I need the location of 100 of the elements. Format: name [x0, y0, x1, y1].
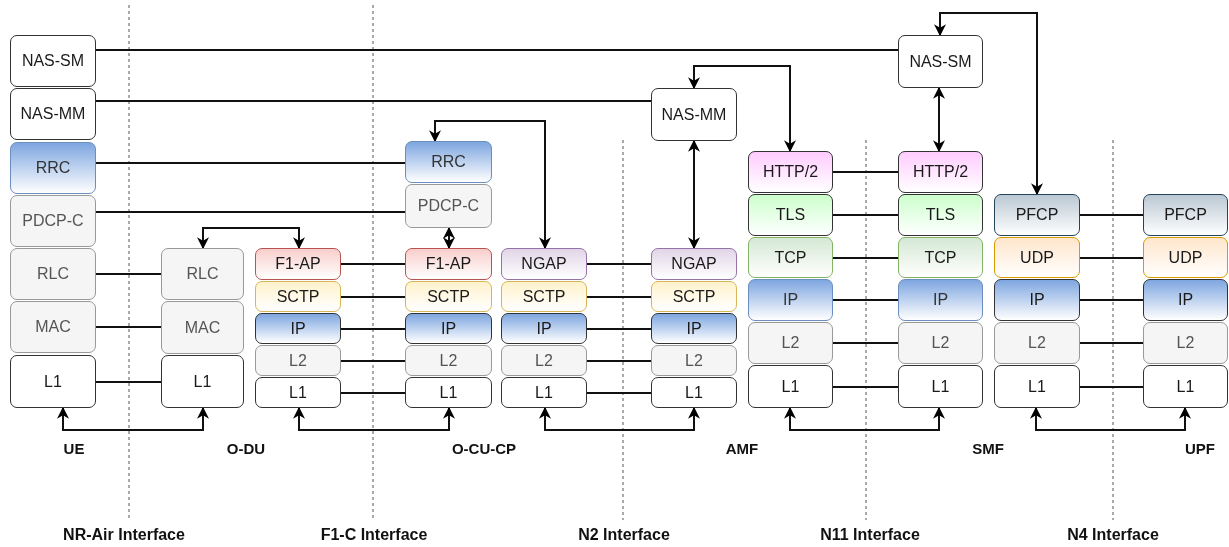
connector-line [95, 273, 162, 275]
connector-line [1079, 342, 1144, 344]
connector-line [1079, 299, 1144, 301]
connector-line [586, 296, 652, 298]
entity-label: UPF [1185, 440, 1215, 457]
protocol-layer-box: L1 [501, 377, 587, 408]
double-arrow [57, 406, 209, 431]
connector-line [832, 171, 899, 173]
double-arrow [688, 65, 796, 153]
protocol-layer-box: L1 [1143, 365, 1228, 408]
protocol-layer-box: SCTP [501, 281, 587, 312]
protocol-layer-box: PFCP [1143, 194, 1228, 236]
protocol-layer-box: NGAP [651, 248, 737, 280]
protocol-layer-box: L2 [651, 345, 737, 376]
protocol-layer-box: IP [748, 279, 833, 321]
protocol-layer-box: L1 [994, 365, 1080, 408]
interface-label: N4 Interface [1067, 526, 1159, 544]
protocol-layer-box: NAS-SM [898, 35, 983, 88]
protocol-layer-box: IP [651, 313, 737, 344]
connector-line [95, 211, 406, 213]
connector-line [95, 49, 899, 51]
protocol-layer-box: NAS-SM [10, 35, 96, 87]
connector-line [1079, 257, 1144, 259]
protocol-layer-box: F1-AP [255, 248, 341, 280]
connector-line [832, 386, 899, 388]
connector-line [586, 328, 652, 330]
protocol-layer-box: NGAP [501, 248, 587, 280]
protocol-layer-box: IP [501, 313, 587, 344]
protocol-layer-box: PDCP-C [10, 195, 96, 247]
protocol-layer-box: UDP [1143, 237, 1228, 278]
protocol-layer-box: UDP [994, 237, 1080, 278]
protocol-layer-box: SCTP [651, 281, 737, 312]
double-arrow [539, 406, 700, 431]
connector-line [586, 360, 652, 362]
double-arrow [197, 227, 305, 250]
protocol-layer-box: L1 [898, 365, 983, 408]
protocol-layer-box: NAS-MM [10, 88, 96, 140]
connector-line [1079, 214, 1144, 216]
protocol-layer-box: L2 [255, 345, 341, 376]
protocol-layer-box: HTTP/2 [898, 151, 983, 193]
connector-line [340, 296, 406, 298]
protocol-layer-box: L1 [161, 355, 244, 408]
interface-label: N11 Interface [820, 526, 920, 544]
connector-line [340, 328, 406, 330]
protocol-layer-box: L2 [1143, 322, 1228, 364]
protocol-layer-box: RLC [161, 248, 244, 300]
connector-line [832, 214, 899, 216]
double-arrow [1030, 406, 1191, 431]
connector-line [95, 326, 162, 328]
protocol-layer-box: PFCP [994, 194, 1080, 236]
protocol-layer-box: IP [1143, 279, 1228, 321]
entity-label: UE [63, 440, 85, 457]
connector-line [832, 299, 899, 301]
protocol-layer-box: L2 [748, 322, 833, 364]
connector-line [340, 360, 406, 362]
protocol-layer-box: NAS-MM [651, 88, 737, 141]
protocol-layer-box: MAC [10, 301, 96, 353]
protocol-layer-box: TLS [898, 194, 983, 236]
protocol-layer-box: HTTP/2 [748, 151, 833, 193]
connector-line [95, 100, 652, 102]
double-arrow [429, 120, 551, 250]
entity-label: O-CU-CP [451, 440, 517, 457]
protocol-layer-box: SCTP [255, 281, 341, 312]
double-arrow [934, 12, 1043, 196]
protocol-layer-box: L2 [501, 345, 587, 376]
entity-label: AMF [725, 440, 759, 457]
connector-line [1079, 386, 1144, 388]
protocol-layer-box: L2 [405, 345, 492, 376]
double-arrow [443, 226, 455, 250]
entity-label: SMF [972, 440, 1004, 457]
connector-line [95, 381, 162, 383]
interface-label: NR-Air Interface [63, 526, 185, 544]
protocol-layer-box: MAC [161, 301, 244, 354]
connector-line [832, 342, 899, 344]
connector-line [340, 392, 406, 394]
protocol-layer-box: IP [405, 313, 492, 344]
protocol-layer-box: RRC [405, 141, 492, 183]
connector-line [95, 162, 406, 164]
protocol-layer-box: TCP [748, 237, 833, 278]
protocol-layer-box: L1 [10, 355, 96, 408]
protocol-layer-box: PDCP-C [405, 184, 492, 228]
protocol-layer-box: F1-AP [405, 248, 492, 280]
protocol-layer-box: IP [255, 313, 341, 344]
entity-label: O-DU [226, 440, 266, 457]
protocol-layer-box: L2 [898, 322, 983, 364]
connector-line [586, 392, 652, 394]
protocol-layer-box: L2 [994, 322, 1080, 364]
connector-line [586, 263, 652, 265]
protocol-layer-box: L1 [255, 377, 341, 408]
protocol-layer-box: SCTP [405, 281, 492, 312]
interface-label: N2 Interface [578, 526, 670, 544]
protocol-layer-box: IP [898, 279, 983, 321]
double-arrow [293, 406, 455, 431]
protocol-layer-box: L1 [405, 377, 492, 408]
double-arrow [784, 406, 945, 431]
double-arrow [933, 86, 945, 153]
protocol-layer-box: IP [994, 279, 1080, 321]
protocol-layer-box: RLC [10, 248, 96, 300]
connector-line [832, 257, 899, 259]
protocol-layer-box: RRC [10, 142, 96, 194]
